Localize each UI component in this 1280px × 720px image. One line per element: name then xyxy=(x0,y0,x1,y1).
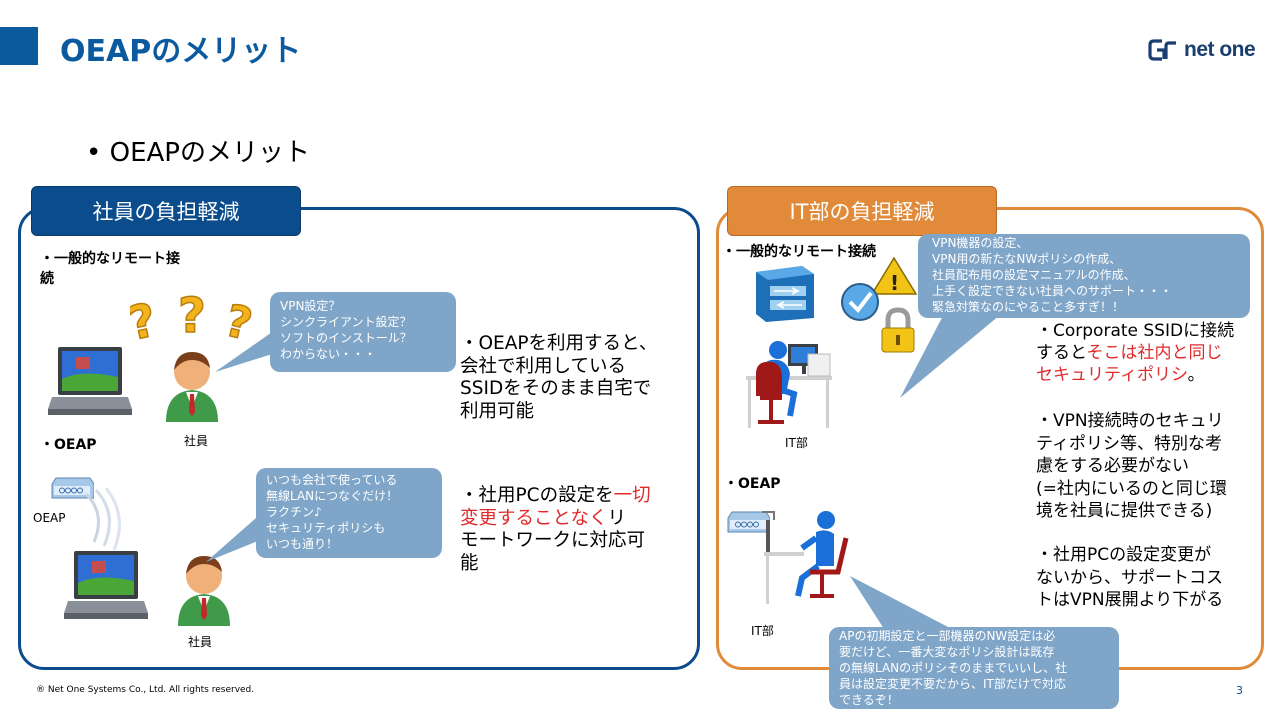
check-icon xyxy=(840,282,880,322)
text-line: ・VPN接続時のセキュリ xyxy=(1036,411,1224,431)
bubble3-tail xyxy=(896,300,1016,400)
text-line: 能 xyxy=(460,552,479,574)
general-remote-label-right: ・一般的なリモート接続 xyxy=(722,244,876,260)
it-dept-label-2: IT部 xyxy=(751,624,774,638)
text-line: 利用可能 xyxy=(460,400,535,422)
general-remote-label-line2: 続 xyxy=(40,271,54,287)
employee-person-icon xyxy=(172,550,236,626)
employee-confusion-bubble: VPN設定？ シンクライアント設定？ ソフトのインストール？ わからない・・・ xyxy=(270,292,456,372)
text-line: 慮をする必要がない xyxy=(1036,456,1189,476)
bubble-line: 上手く設定できない社員へのサポート・・・ xyxy=(932,284,1173,298)
text-line: SSIDをそのまま自宅で xyxy=(460,378,652,399)
bubble4-tail xyxy=(846,574,956,634)
it-worker-icon xyxy=(758,508,858,608)
text-segment: 。 xyxy=(1187,365,1205,385)
text-line: ティポリシ等、特別な考 xyxy=(1036,433,1222,454)
oeap-device-label: OEAP xyxy=(33,511,66,525)
general-remote-label-line1: ・一般的なリモート接 xyxy=(40,251,180,267)
page-title: OEAPのメリット xyxy=(60,34,302,69)
highlight-text: そこは社内と同じ xyxy=(1086,343,1223,363)
vpn-server-icon xyxy=(752,264,816,324)
oeap-it-relief-bubble: APの初期設定と一部機器のNW設定は必 要だけど、一番大変なポリシ設計は既存 の… xyxy=(829,627,1119,709)
bubble1-tail xyxy=(205,330,285,375)
warning-icon: ! xyxy=(838,256,918,296)
wireless-signal-icon xyxy=(78,488,128,550)
bubble-line: 緊急対策なのにやること多すぎ！！ xyxy=(932,300,1125,314)
net-one-logo-icon xyxy=(1148,39,1176,61)
logo-text: net one xyxy=(1184,38,1256,61)
text-segment: リ xyxy=(607,507,626,529)
bubble-line: 要だけど、一番大変なポリシ設計は既存 xyxy=(839,645,1055,659)
bubble-line: シンクライアント設定？ xyxy=(280,315,412,329)
text-line: トはVPN展開より下がる xyxy=(1036,590,1224,610)
it-worker-desk-icon xyxy=(742,334,834,430)
bubble-line: 社員配布用の設定マニュアルの作成、 xyxy=(932,268,1136,282)
text-line: モートワークに対応可 xyxy=(460,530,646,551)
corporate-ssid-text: ・Corporate SSIDに接続 するとそこは社内と同じ セキュリティポリシ… xyxy=(1036,320,1234,386)
bubble-line: できるぞ！ xyxy=(839,693,899,707)
laptop-icon xyxy=(64,549,148,623)
bubble2-tail xyxy=(200,518,270,563)
bubble-line: の無線LANのポリシそのままでいいし、社 xyxy=(839,661,1068,675)
bubble-line: いつも通り！ xyxy=(266,537,339,551)
text-line: ・OEAPを利用すると、 xyxy=(460,333,658,354)
highlight-text: 変更することなく xyxy=(460,507,608,529)
bubble-line: ラクチン♪ xyxy=(266,505,322,519)
svg-text:?: ? xyxy=(130,292,161,346)
employee-benefit-panel xyxy=(18,207,700,670)
bubble-line: APの初期設定と一部機器のNW設定は必 xyxy=(839,629,1056,643)
svg-text:?: ? xyxy=(178,288,206,344)
bubble-line: ソフトのインストール？ xyxy=(280,331,412,345)
pc-settings-benefit-text: ・社用PCの設定を一切 変更することなくリ モートワークに対応可 能 xyxy=(460,485,651,575)
employee-label-1: 社員 xyxy=(184,434,209,448)
text-line: ないから、サポートコス xyxy=(1036,567,1223,588)
company-logo: net one xyxy=(1148,36,1256,64)
highlight-text: セキュリティポリシ xyxy=(1036,365,1188,385)
highlight-text: 一切 xyxy=(613,485,651,506)
page-number: 3 xyxy=(1236,684,1243,697)
vpn-burden-bubble: VPN機器の設定、 VPN用の新たなNWポリシの作成、 社員配布用の設定マニュア… xyxy=(918,234,1250,318)
title-accent-bar xyxy=(0,27,38,65)
oeap-label-right: ・OEAP xyxy=(724,476,781,492)
text-line: ・社用PCの設定変更が xyxy=(1036,545,1212,565)
oeap-access-point-icon xyxy=(50,474,94,502)
copyright-footer: ® Net One Systems Co., Ltd. All rights r… xyxy=(36,685,255,695)
bubble-line: VPN設定？ xyxy=(280,299,341,313)
text-line: 境を社員に提供できる) xyxy=(1036,501,1213,521)
vpn-policy-text: ・VPN接続時のセキュリ ティポリシ等、特別な考 慮をする必要がない (=社内に… xyxy=(1036,410,1227,523)
bubble-line: いつも会社で使っている xyxy=(266,473,398,487)
support-cost-text: ・社用PCの設定変更が ないから、サポートコス トはVPN展開より下がる xyxy=(1036,544,1223,612)
bubble-line: わからない・・・ xyxy=(280,347,377,361)
bubble-line: 員は設定変更不要だから、IT部だけで対応 xyxy=(839,677,1066,691)
bubble-line: セキュリティポリシも xyxy=(266,521,386,535)
it-dept-benefit-tab: IT部の負担軽減 xyxy=(727,186,997,236)
bubble-line: VPN用の新たなNWポリシの作成、 xyxy=(932,252,1122,266)
laptop-icon xyxy=(48,345,132,419)
bubble-line: 無線LANにつなぐだけ！ xyxy=(266,489,399,503)
text-segment: すると xyxy=(1036,343,1087,363)
oeap-ssid-benefit-text: ・OEAPを利用すると、 会社で利用している SSIDをそのまま自宅で 利用可能 xyxy=(460,333,657,423)
text-segment: ・社用PCの設定を xyxy=(460,485,614,506)
it-dept-label-1: IT部 xyxy=(785,436,808,450)
text-line: 会社で利用している xyxy=(460,355,626,377)
bullet-heading: • OEAPのメリット xyxy=(86,138,310,168)
text-line: (=社内にいるのと同じ環 xyxy=(1036,478,1227,499)
oeap-relief-bubble: いつも会社で使っている 無線LANにつなぐだけ！ ラクチン♪ セキュリティポリシ… xyxy=(256,468,442,558)
employee-benefit-tab: 社員の負担軽減 xyxy=(31,186,301,236)
svg-text:!: ! xyxy=(890,271,899,295)
bubble-line: VPN機器の設定、 xyxy=(932,236,1029,250)
employee-label-2: 社員 xyxy=(188,635,213,649)
text-line: ・Corporate SSIDに接続 xyxy=(1036,321,1235,341)
lock-icon xyxy=(878,306,918,354)
question-marks-icon: ? ? ? xyxy=(130,286,265,346)
oeap-label-left: ・OEAP xyxy=(40,437,97,453)
employee-person-icon xyxy=(160,346,224,422)
